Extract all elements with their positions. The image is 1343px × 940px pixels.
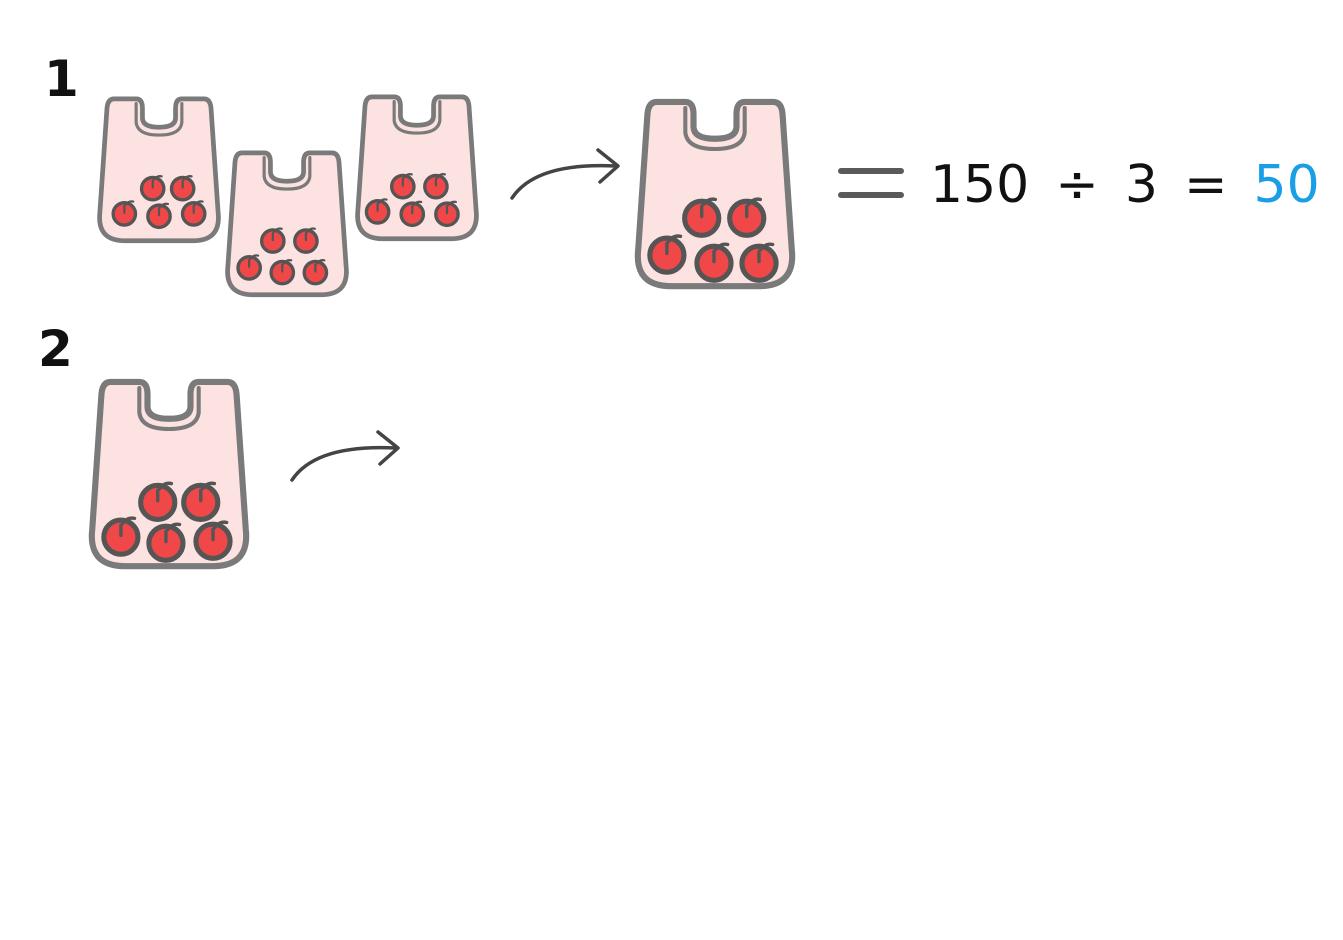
- apple-icon: [423, 172, 449, 200]
- divisor: 3: [1124, 155, 1158, 215]
- shopping-bag-icon: [220, 146, 354, 300]
- apple-icon: [730, 199, 764, 235]
- shopping-bag-icon: [92, 92, 226, 246]
- apple-icon: [434, 200, 460, 228]
- apple-icon: [180, 199, 207, 227]
- apple-icon: [111, 199, 138, 227]
- answer: 50: [1253, 155, 1320, 215]
- apple-icon: [149, 524, 183, 560]
- apple-icon: [169, 174, 196, 202]
- apple-icon: [259, 226, 286, 254]
- equals-sign: =: [1183, 155, 1228, 215]
- apple-icon: [650, 236, 684, 272]
- step-number-1: 1: [44, 50, 79, 108]
- division-equation: 150 ÷ 3 = 50: [930, 150, 1320, 220]
- apple-icon: [184, 483, 218, 519]
- apple-icon: [269, 258, 296, 286]
- shopping-bag-icon: [628, 94, 802, 292]
- shopping-bag-icon: [350, 90, 484, 244]
- apple-icon: [293, 226, 319, 254]
- apple-icon: [742, 244, 776, 280]
- apple-icon: [236, 253, 263, 281]
- arrow-right-icon: [510, 148, 620, 200]
- division-operator: ÷: [1055, 155, 1099, 215]
- apple-icon: [302, 258, 329, 286]
- apple-icon: [399, 200, 426, 228]
- dividend: 150: [930, 155, 1030, 215]
- step-number-2: 2: [38, 320, 73, 378]
- shopping-bag-icon: [82, 374, 256, 572]
- apple-icon: [697, 244, 731, 280]
- arrow-right-icon: [290, 430, 400, 482]
- apple-icon: [685, 199, 719, 235]
- apple-icon: [104, 518, 138, 554]
- apple-icon: [146, 202, 172, 230]
- apple-icon: [139, 174, 166, 202]
- apple-icon: [389, 172, 416, 200]
- equals-icon: [838, 166, 904, 202]
- apple-icon: [364, 197, 391, 225]
- apple-icon: [141, 483, 175, 519]
- apple-icon: [196, 522, 230, 558]
